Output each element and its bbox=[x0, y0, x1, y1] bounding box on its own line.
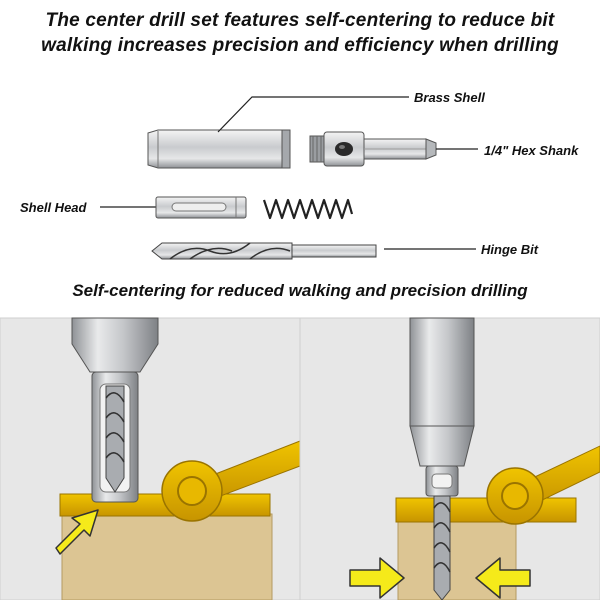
right-hinge-leaf bbox=[395, 497, 577, 523]
label-hex-shank: 1/4" Hex Shank bbox=[484, 143, 579, 158]
headline-line-2: walking increases precision and efficien… bbox=[41, 35, 559, 56]
left-wood-block bbox=[62, 514, 272, 600]
headline: The center drill set features self-cente… bbox=[0, 8, 600, 58]
label-brass-shell: Brass Shell bbox=[414, 90, 485, 105]
hinge-bit-part bbox=[151, 242, 377, 260]
label-hinge-bit: Hinge Bit bbox=[481, 242, 539, 257]
right-arrow-right bbox=[475, 557, 531, 599]
leader-brass-shell bbox=[217, 96, 409, 133]
spring-part bbox=[262, 198, 354, 220]
shell-head-part bbox=[155, 196, 247, 219]
headline-line-1: The center drill set features self-cente… bbox=[45, 10, 555, 31]
subheading: Self-centering for reduced walking and p… bbox=[72, 281, 528, 300]
right-scene bbox=[299, 317, 600, 600]
left-scene bbox=[0, 317, 301, 600]
right-arrow-left bbox=[349, 557, 405, 599]
left-arrow bbox=[55, 509, 99, 555]
label-shell-head: Shell Head bbox=[20, 200, 87, 215]
brass-shell-part bbox=[147, 129, 291, 169]
hex-shank-part bbox=[309, 131, 437, 167]
